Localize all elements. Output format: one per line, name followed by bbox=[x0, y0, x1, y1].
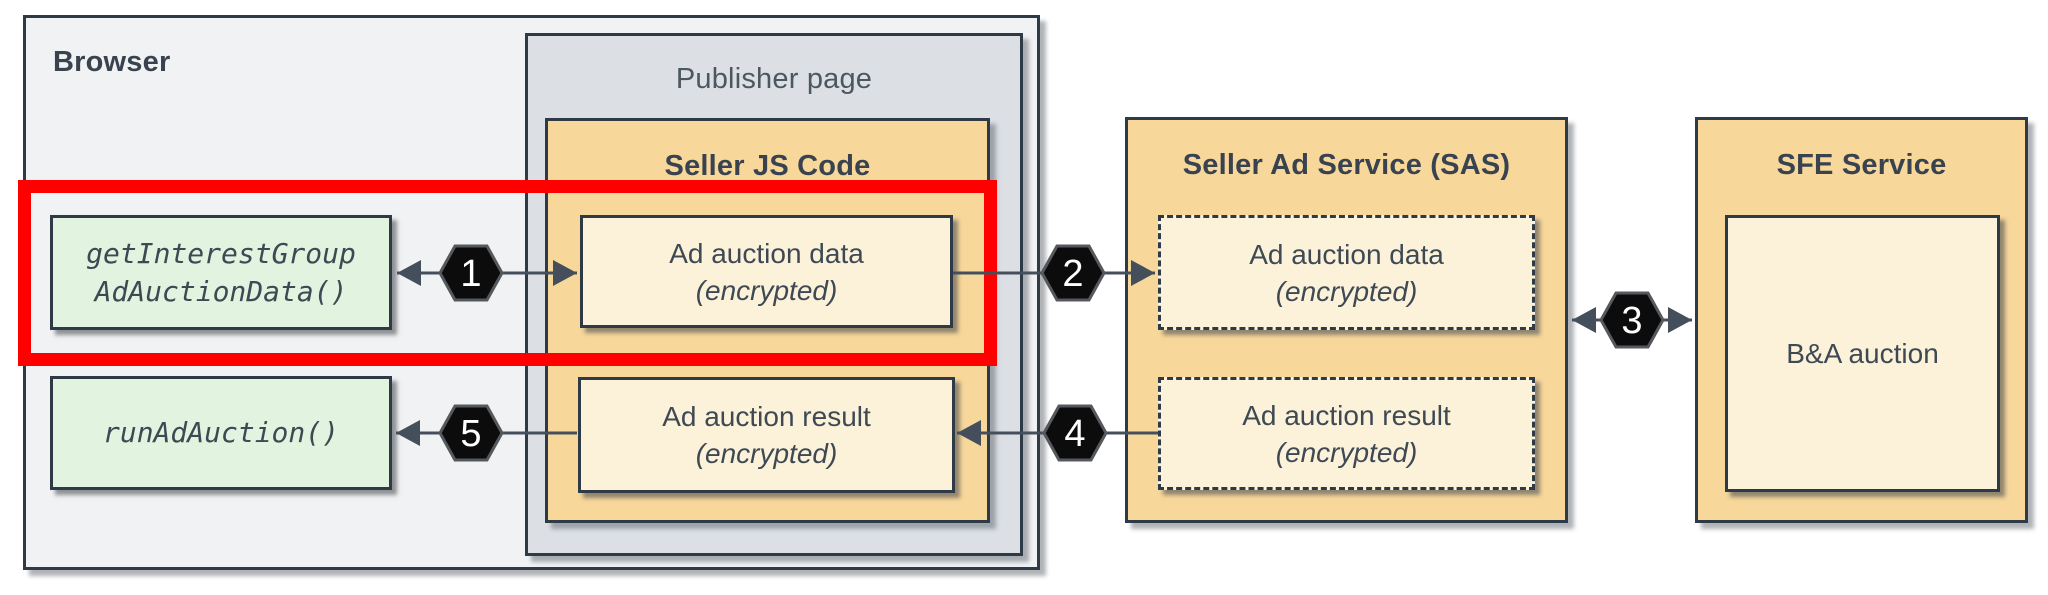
step-4-hexagon-icon bbox=[1042, 404, 1108, 462]
ad-auction-data-label: Ad auction data bbox=[669, 237, 864, 269]
encrypted-label: (encrypted) bbox=[1275, 275, 1418, 307]
step-2-hexagon-icon bbox=[1040, 244, 1106, 302]
get-interest-group-ad-auction-data-box: getInterestGroup AdAuctionData() bbox=[50, 215, 392, 330]
publisher-page-title: Publisher page bbox=[675, 63, 873, 95]
sas-ad-auction-data-box: Ad auction data (encrypted) bbox=[1158, 215, 1535, 330]
browser-title: Browser bbox=[53, 46, 171, 78]
encrypted-label: (encrypted) bbox=[695, 274, 838, 306]
step-2-number: 2 bbox=[1062, 253, 1083, 295]
sfe-service-title: SFE Service bbox=[1776, 149, 1947, 181]
ba-auction-label: B&A auction bbox=[1786, 338, 1939, 369]
arrowhead-left-icon bbox=[1572, 307, 1596, 333]
seller-js-code-title: Seller JS Code bbox=[664, 150, 871, 182]
code-line: runAdAuction() bbox=[102, 416, 339, 449]
ad-auction-result-label: Ad auction result bbox=[662, 401, 871, 432]
code-line: getInterestGroup bbox=[86, 236, 356, 270]
connector-step-3: 3 bbox=[1572, 291, 1692, 349]
ba-auction-box: B&A auction bbox=[1725, 215, 2000, 492]
sas-ad-auction-result-box: Ad auction result (encrypted) bbox=[1158, 377, 1535, 490]
step-3-number: 3 bbox=[1621, 300, 1642, 342]
step-3-hexagon-icon bbox=[1599, 291, 1665, 349]
encrypted-label: (encrypted) bbox=[695, 438, 838, 469]
seller-ad-service-title: Seller Ad Service (SAS) bbox=[1182, 149, 1511, 181]
encrypted-label: (encrypted) bbox=[1275, 436, 1418, 468]
highlight-rect bbox=[18, 180, 997, 366]
seller-js-ad-auction-result-box: Ad auction result (encrypted) bbox=[578, 377, 955, 493]
run-ad-auction-box: runAdAuction() bbox=[50, 376, 392, 490]
code-line: AdAuctionData() bbox=[94, 274, 348, 308]
ad-auction-data-label: Ad auction data bbox=[1249, 238, 1444, 270]
step-4-number: 4 bbox=[1064, 413, 1085, 455]
ad-auction-result-label: Ad auction result bbox=[1242, 399, 1451, 431]
seller-js-ad-auction-data-box: Ad auction data (encrypted) bbox=[580, 215, 953, 328]
arrowhead-right-icon bbox=[1668, 307, 1692, 333]
